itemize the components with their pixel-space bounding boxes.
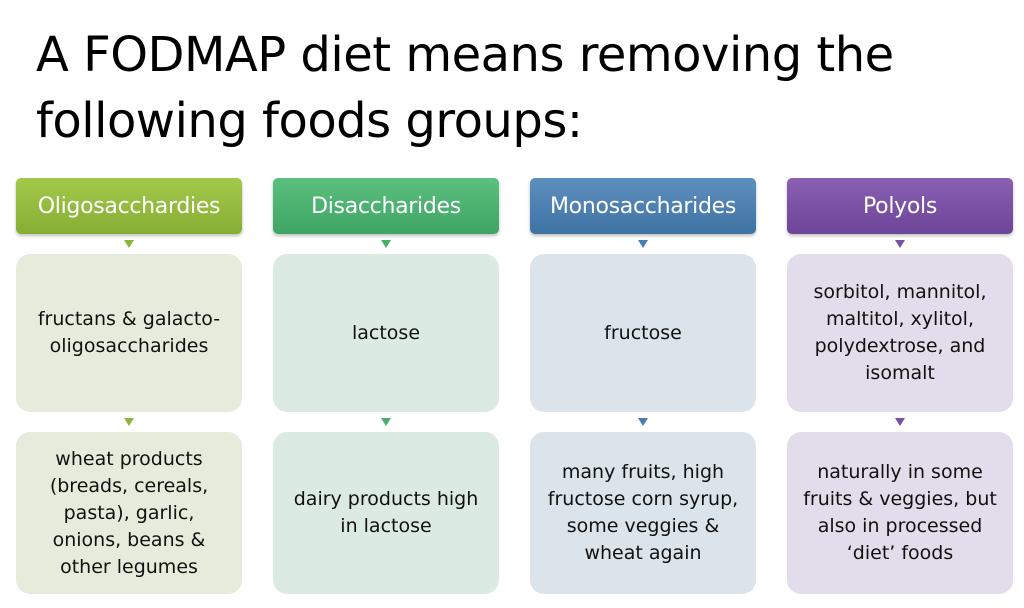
down-arrow-icon [124,240,134,248]
compounds-text: fructans & galacto- oligosaccharides [37,308,221,357]
sources-text: dairy products high in lactose [293,488,479,537]
down-arrow-icon [895,240,905,248]
group-header: Oligosacchardies [16,178,242,234]
sources-box: many fruits, high fructose corn syrup, s… [530,432,756,594]
group-header: Monosaccharides [530,178,756,234]
down-arrow-icon [381,418,391,426]
sources-box: dairy products high in lactose [273,432,499,594]
compounds-text: lactose [351,321,421,344]
group-header: Polyols [787,178,1013,234]
sources-box: wheat products (breads, cereals, pasta),… [16,432,242,594]
group-disaccharides: Disaccharides lactose dairy products hig… [273,178,499,594]
down-arrow-icon [638,240,648,248]
sources-box: naturally in some fruits & veggies, but … [787,432,1013,594]
sources-text: many fruits, high fructose corn syrup, s… [547,461,739,564]
compounds-text: sorbitol, mannitol, maltitol, xylitol, p… [813,281,987,384]
sources-text: naturally in some fruits & veggies, but … [803,461,997,564]
down-arrow-icon [638,418,648,426]
group-header: Disaccharides [273,178,499,234]
group-monosaccharides: Monosaccharides fructose many fruits, hi… [530,178,756,594]
down-arrow-icon [124,418,134,426]
down-arrow-icon [895,418,905,426]
compounds-text: fructose [604,321,682,344]
compounds-box: fructose [530,254,756,412]
slide-title: A FODMAP diet means removing the followi… [36,27,894,149]
group-polyols: Polyols sorbitol, mannitol, maltitol, xy… [787,178,1013,594]
compounds-box: fructans & galacto- oligosaccharides [16,254,242,412]
compounds-box: lactose [273,254,499,412]
compounds-box: sorbitol, mannitol, maltitol, xylitol, p… [787,254,1013,412]
group-oligosaccharides: Oligosacchardies fructans & galacto- oli… [16,178,242,594]
down-arrow-icon [381,240,391,248]
sources-text: wheat products (breads, cereals, pasta),… [49,447,209,578]
